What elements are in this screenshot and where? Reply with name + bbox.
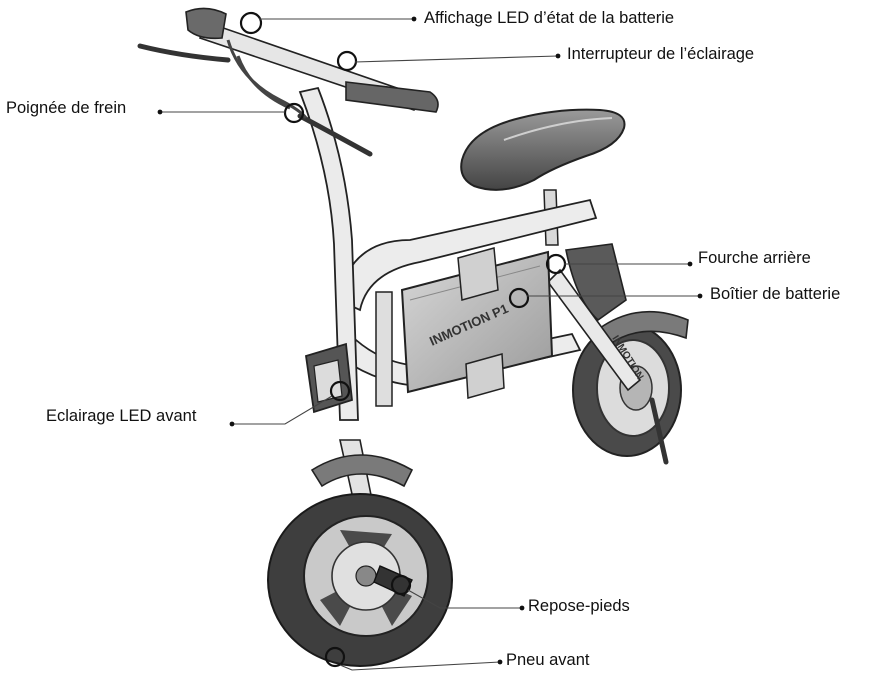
label-front-tire: Pneu avant [506, 651, 590, 669]
seat [460, 108, 626, 191]
front-fender [310, 454, 414, 488]
callout-ring-rear-fork [545, 253, 567, 275]
callout-ring-light-switch [336, 50, 358, 72]
label-brake-lever: Poignée de frein [6, 99, 127, 117]
rear-fender [598, 310, 689, 346]
left-grip [185, 7, 227, 40]
callout-ring-battery-led [239, 11, 263, 35]
rear-fork-arm [546, 268, 642, 392]
leader-front-light [232, 395, 333, 425]
callout-ring-brake-lever [283, 102, 305, 124]
label-battery-case: Boîtier de batterie [710, 285, 841, 303]
callout-ring-footrest [390, 574, 412, 596]
label-rear-fork: Fourche arrière [698, 249, 811, 267]
leader-front-tire [339, 661, 501, 671]
brake-lever-left [137, 43, 231, 63]
rear-wheel [572, 323, 682, 457]
leader-light-switch [354, 55, 559, 63]
label-front-light: Eclairage LED avant [46, 407, 197, 425]
front-wheel [267, 493, 453, 667]
handlebar-stem [298, 86, 359, 421]
label-light-switch: Interrupteur de l’éclairage [567, 45, 755, 63]
callout-ring-battery-case [508, 287, 530, 309]
leader-footrest [407, 589, 522, 609]
callout-ring-front-light [329, 380, 351, 402]
brake-cables [226, 39, 308, 119]
kickstand [649, 397, 669, 465]
callout-ring-front-tire [324, 646, 346, 668]
battery-case: INMOTION P1 [400, 247, 554, 399]
brake-lever-right [297, 113, 373, 157]
right-grip [345, 81, 439, 113]
label-footrest: Repose-pieds [528, 597, 630, 615]
label-battery-led: Affichage LED d’état de la batterie [424, 9, 675, 27]
